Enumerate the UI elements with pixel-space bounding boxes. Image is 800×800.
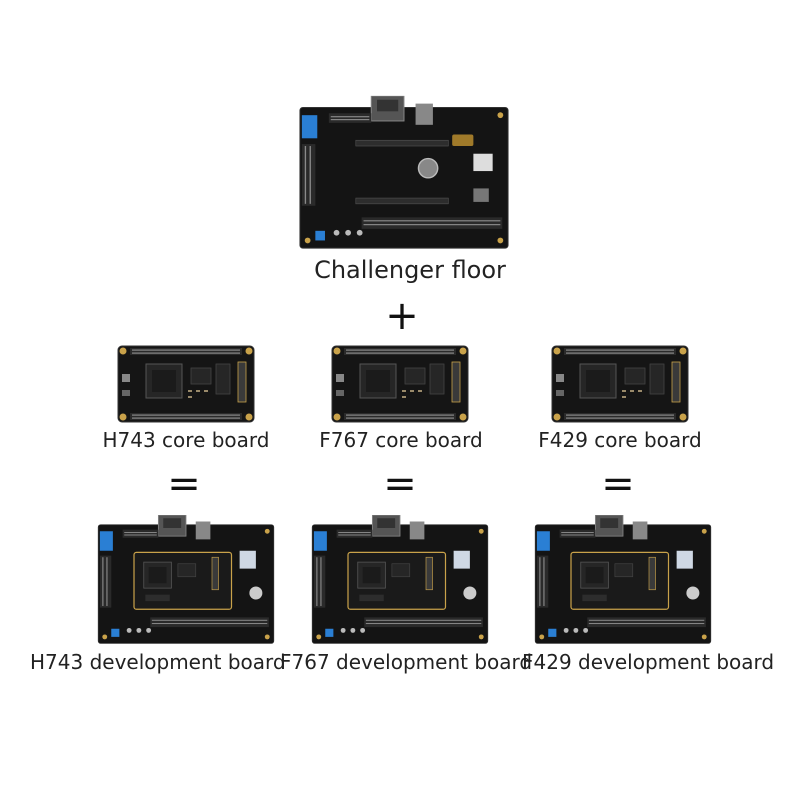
base-board-image [298, 95, 510, 251]
equals-symbol-f429: = [601, 461, 635, 507]
core-board-h743-label: H743 core board [102, 428, 270, 452]
equals-symbol-h743: = [167, 461, 201, 507]
core-board-f767-image [330, 344, 470, 424]
equals-symbol-f767: = [383, 461, 417, 507]
dev-board-f767-label: F767 development board [280, 650, 533, 674]
dev-board-f429-image [533, 515, 713, 645]
dev-board-f767-image [310, 515, 490, 645]
dev-board-h743-image [96, 515, 276, 645]
core-board-f767-label: F767 core board [319, 428, 483, 452]
dev-board-f429-label: F429 development board [522, 650, 775, 674]
plus-symbol: + [385, 293, 419, 339]
dev-board-h743-label: H743 development board [30, 650, 286, 674]
core-board-h743-image [116, 344, 256, 424]
core-board-f429-image [550, 344, 690, 424]
core-board-f429-label: F429 core board [538, 428, 702, 452]
base-board-label: Challenger floor [314, 256, 506, 284]
